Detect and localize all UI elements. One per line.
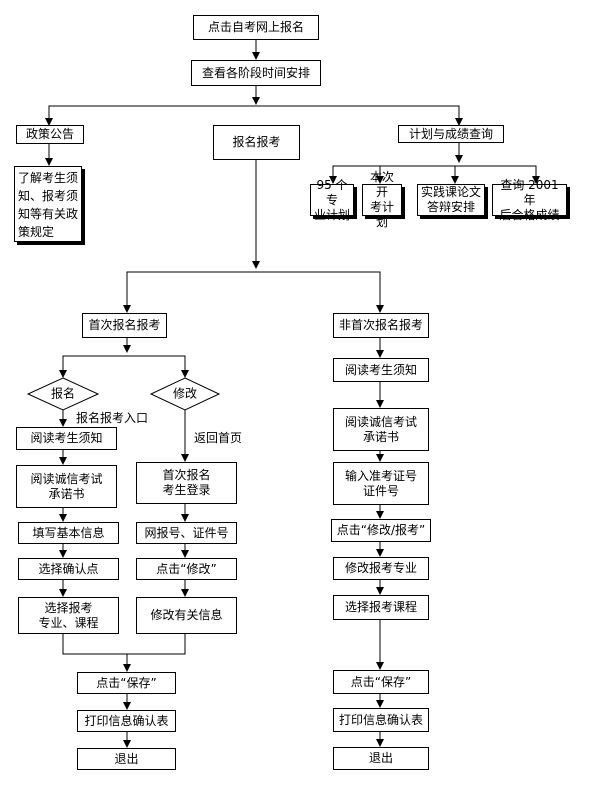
schedule-node: 查看各阶段时间安排 <box>191 60 321 86</box>
first-login-node: 首次报名 考生登录 <box>136 462 237 504</box>
entry-label: 报名报考入口 <box>76 411 149 425</box>
diamond-register-decision <box>26 377 100 411</box>
right-print-node: 打印信息确认表 <box>333 708 429 732</box>
query-scores-node: 查询 2001 年 后合格成绩 <box>492 178 567 222</box>
save-node: 点击“保存” <box>77 672 176 694</box>
click-modify-node: 点击“修改” <box>136 558 237 580</box>
practice-thesis-node: 实践课论文 答辩安排 <box>417 184 485 216</box>
print-node: 打印信息确认表 <box>77 710 176 732</box>
id-numbers-node: 网报号、证件号 <box>136 522 237 544</box>
exit-node: 退出 <box>77 748 176 770</box>
non-first-time-node: 非首次报名报考 <box>333 313 429 338</box>
first-time-node: 首次报名报考 <box>82 313 167 338</box>
input-admission-id-node: 输入准考证号 证件号 <box>333 462 429 505</box>
diamond-modify-label: 修改 <box>172 386 198 401</box>
select-site-node: 选择确认点 <box>18 558 119 580</box>
diamond-register-label: 报名 <box>50 386 76 401</box>
home-label: 返回首页 <box>194 431 243 445</box>
read-notice-node: 阅读考生须知 <box>16 427 117 450</box>
modify-info-node: 修改有关信息 <box>136 597 237 634</box>
right-exit-node: 退出 <box>333 747 429 770</box>
branch-line-top <box>48 105 460 124</box>
click-modify-register-node: 点击“修改/报考” <box>331 519 431 542</box>
right-save-node: 点击“保存” <box>333 670 429 694</box>
plan-95-majors-node: 95 个专 业计划 <box>310 178 354 222</box>
read-integrity-node: 阅读诚信考试 承诺书 <box>16 465 117 508</box>
policy-detail-node: 了解考生须 知、报考须 知等有关政 策规定 <box>14 166 82 242</box>
policy-node: 政策公告 <box>16 125 84 144</box>
right-read-notice-node: 阅读考生须知 <box>333 358 429 382</box>
register-node: 报名报考 <box>213 125 300 160</box>
select-major-course-node: 选择报考 专业、课程 <box>18 597 119 634</box>
modify-major-node: 修改报考专业 <box>333 557 429 580</box>
plan-query-node: 计划与成绩查询 <box>398 125 504 143</box>
right-read-integrity-node: 阅读诚信考试 承诺书 <box>333 408 429 451</box>
select-course-node: 选择报考课程 <box>333 595 429 620</box>
plan-this-session-node: 本次开 考计划 <box>362 170 402 229</box>
fill-basic-info-node: 填写基本信息 <box>18 522 119 544</box>
start-node: 点击自考网上报名 <box>193 15 319 40</box>
diamond-modify-decision <box>149 377 221 411</box>
